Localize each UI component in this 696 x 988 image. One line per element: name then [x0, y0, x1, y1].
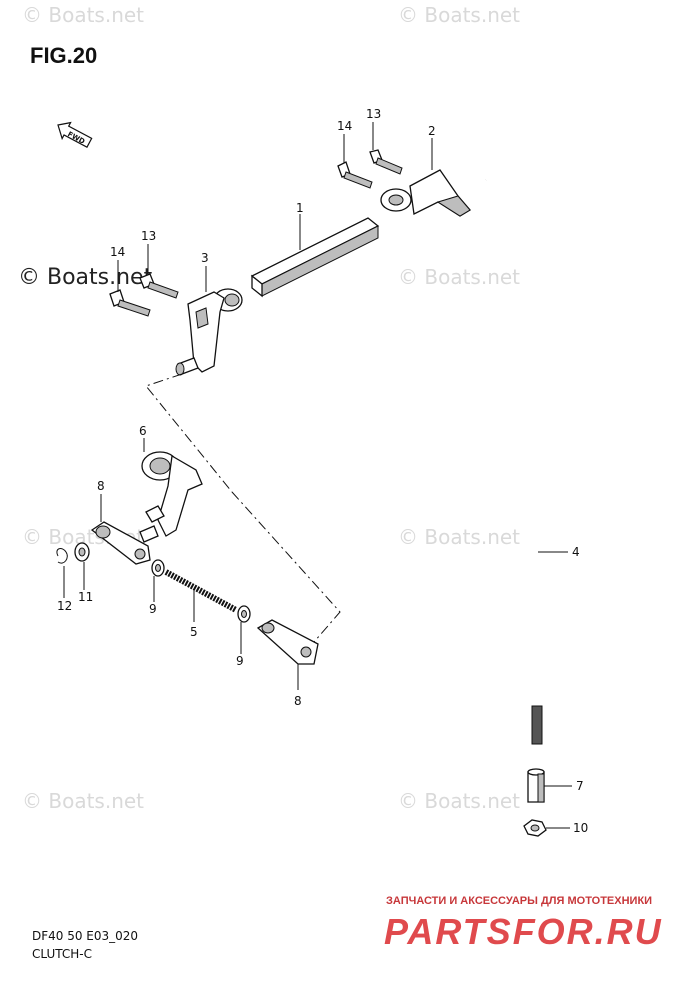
- fwd-arrow-icon: FWD: [57, 121, 93, 149]
- part-9-washers: 9 9: [149, 559, 251, 668]
- callout-13-lower: 13: [141, 229, 156, 243]
- part-5-threaded-rod: 5: [164, 569, 238, 639]
- washer-and-clip: 11 12: [56, 542, 93, 613]
- callout-14-upper: 14: [337, 119, 352, 133]
- callout-1: 1: [296, 201, 304, 215]
- callout-10: 10: [573, 821, 588, 835]
- callout-3: 3: [201, 251, 209, 265]
- callout-6: 6: [139, 424, 147, 438]
- watermark-bottom-right: © Boats.net: [398, 789, 520, 813]
- watermark-layer: © Boats.net © Boats.net © Boats.net © Bo…: [18, 3, 520, 813]
- callout-4: 4: [572, 545, 580, 559]
- part-10-nut: 10: [523, 819, 588, 837]
- callout-14-lower: 14: [110, 245, 125, 259]
- figure-title: FIG.20: [30, 43, 97, 68]
- part-2-upper-lever: 2: [380, 124, 471, 217]
- callout-8-left: 8: [97, 479, 105, 493]
- part-4-rod: 4: [485, 172, 580, 745]
- callout-12: 12: [57, 599, 72, 613]
- figure-code: DF40 50 E03_020: [32, 929, 138, 943]
- watermark-top-left: © Boats.net: [22, 3, 144, 27]
- fwd-label: FWD: [66, 130, 86, 146]
- watermark-top-right: © Boats.net: [398, 3, 520, 27]
- callout-9-right: 9: [236, 654, 244, 668]
- callout-11: 11: [78, 590, 93, 604]
- figure-name: CLUTCH-C: [32, 947, 92, 961]
- callout-9-left: 9: [149, 602, 157, 616]
- part-7-sleeve: 7: [527, 768, 584, 803]
- alignment-lines: [145, 373, 341, 643]
- part-3-lower-lever: 3: [175, 251, 243, 376]
- watermark-bottom-left: © Boats.net: [22, 789, 144, 813]
- callout-8-right: 8: [294, 694, 302, 708]
- part-8-right-lever: 8: [256, 619, 319, 708]
- callout-5: 5: [190, 625, 198, 639]
- lower-bolts: 13 14: [109, 229, 179, 317]
- watermark-mid-right: © Boats.net: [398, 265, 520, 289]
- promo-text: ЗАПЧАСТИ И АКСЕССУАРЫ ДЛЯ МОТОТЕХНИКИ: [386, 895, 652, 907]
- upper-bolts: 13 14: [337, 107, 403, 189]
- part-8-left-lever: 8: [90, 479, 151, 565]
- part-6-bracket: 6: [139, 424, 203, 543]
- callout-13-upper: 13: [366, 107, 381, 121]
- part-1-shaft: 1: [250, 201, 380, 298]
- callout-7: 7: [576, 779, 584, 793]
- watermark-dark: © Boats.net: [18, 265, 153, 290]
- callout-2: 2: [428, 124, 436, 138]
- watermark-right-middle: © Boats.net: [398, 525, 520, 549]
- brand-logo: PARTSFOR.RU: [384, 911, 663, 952]
